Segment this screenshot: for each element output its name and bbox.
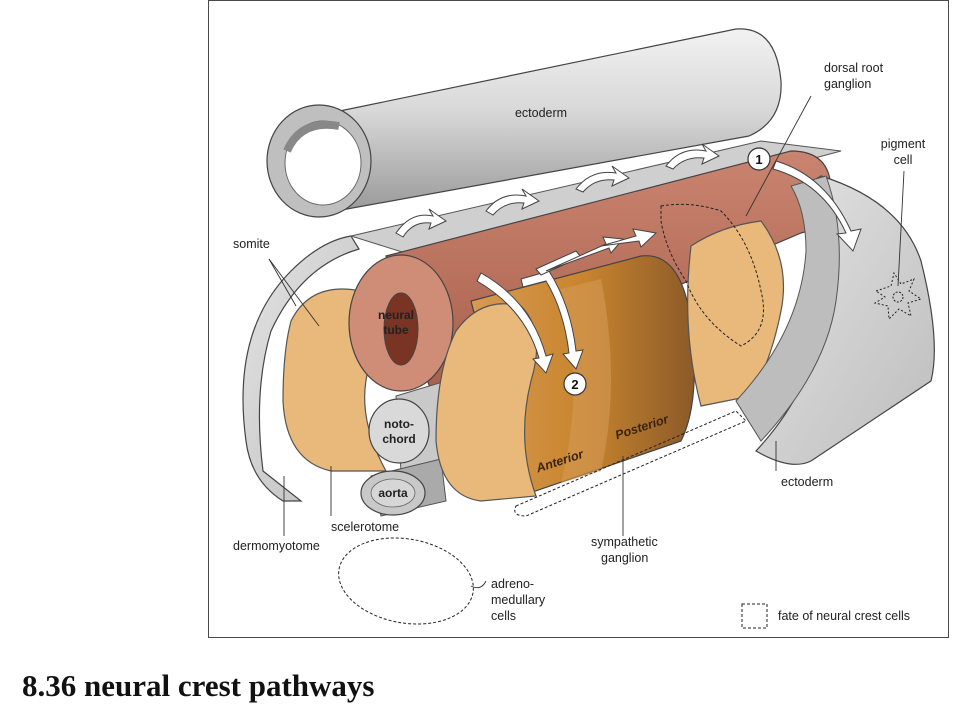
adrenomedullary-outline bbox=[338, 537, 474, 625]
label-adrenomedullary-line3: cells bbox=[491, 609, 516, 623]
leader-lines bbox=[268, 95, 905, 589]
label-pigment-cell-line2: cell bbox=[894, 153, 913, 167]
label-ectoderm-top: ectoderm bbox=[515, 106, 567, 120]
figure-frame: 1 2 ectoderm dorsal root ganglion pigmen… bbox=[208, 0, 949, 638]
aorta bbox=[360, 458, 447, 517]
legend-swatch bbox=[741, 603, 768, 629]
label-pigment-cell-line1: pigment bbox=[881, 137, 926, 151]
label-neural-tube-line1: neural bbox=[378, 308, 414, 322]
label-adrenomedullary-line2: medullary bbox=[491, 593, 546, 607]
figure-caption: 8.36 neural crest pathways bbox=[22, 668, 375, 703]
ectoderm-top-tube bbox=[266, 28, 782, 218]
ectoderm-right-sheet bbox=[735, 175, 935, 465]
somite-shell bbox=[242, 235, 360, 502]
pigment-cell bbox=[873, 271, 923, 321]
label-sympathetic-ganglion-line2: ganglion bbox=[601, 551, 648, 565]
dorsal-root-ganglion-outline bbox=[660, 203, 764, 347]
label-scelerotome: scelerotome bbox=[331, 520, 399, 534]
label-dorsal-root-ganglion-line1: dorsal root bbox=[824, 61, 884, 75]
label-adrenomedullary-line1: adreno- bbox=[491, 577, 534, 591]
sclerotome-right bbox=[687, 220, 784, 407]
label-notochord-line2: chord bbox=[382, 432, 415, 446]
migration-arrows-dorsal bbox=[395, 143, 720, 238]
label-neural-tube-line2: tube bbox=[383, 323, 409, 337]
sympathetic-chain-outline bbox=[514, 410, 747, 517]
pathway-2-arrows bbox=[476, 228, 658, 374]
label-sympathetic-ganglion-line1: sympathetic bbox=[591, 535, 658, 549]
label-notochord-line1: noto- bbox=[384, 417, 414, 431]
label-dorsal-root-ganglion-line2: ganglion bbox=[824, 77, 871, 91]
label-dermomyotome: dermomyotome bbox=[233, 539, 320, 553]
pathway-1-arrow bbox=[772, 160, 862, 252]
label-ectoderm-bottom: ectoderm bbox=[781, 475, 833, 489]
pathway-1-marker: 1 bbox=[747, 147, 771, 171]
neural-crest-diagram: 1 2 ectoderm dorsal root ganglion pigmen… bbox=[233, 28, 935, 629]
pathway-2-marker: 2 bbox=[563, 372, 587, 396]
pathway-2-number: 2 bbox=[571, 377, 578, 392]
legend-label: fate of neural crest cells bbox=[778, 609, 910, 623]
label-aorta: aorta bbox=[378, 486, 408, 500]
label-somite: somite bbox=[233, 237, 270, 251]
pathway-1-number: 1 bbox=[755, 152, 762, 167]
